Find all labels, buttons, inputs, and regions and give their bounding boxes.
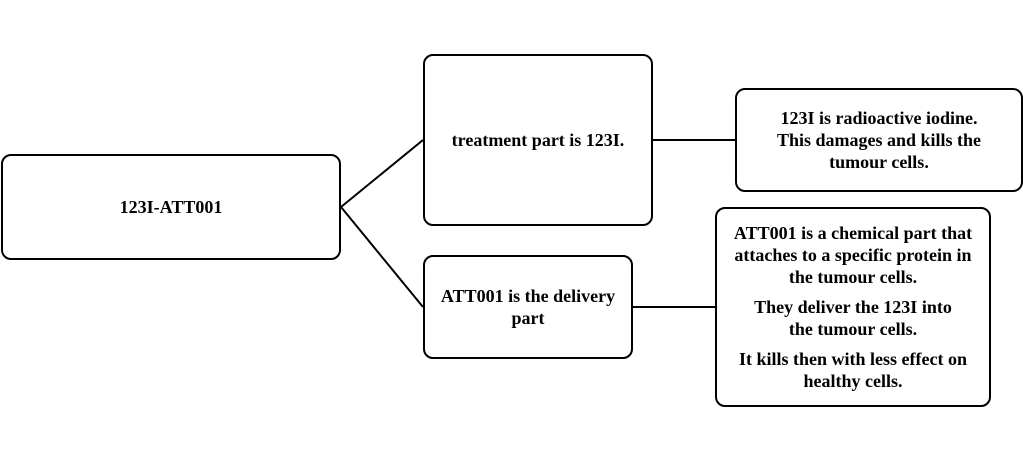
connector-root-to-treatment (340, 139, 424, 208)
iodine-info-line-2: This damages and kills the tumour cells. (776, 130, 982, 172)
att-info-paragraph-1: ATT001 is a chemical part that attaches … (733, 223, 973, 287)
att-info-paragraph-2: They deliver the 123I into the tumour ce… (754, 297, 952, 339)
delivery-node-label: ATT001 is the delivery part (440, 286, 616, 328)
att-info-paragraph-3: It kills then with less effect on health… (739, 349, 967, 391)
root-node-label: 123I-ATT001 (119, 197, 223, 217)
treatment-node: treatment part is 123I. (423, 54, 653, 226)
att-info-node: ATT001 is a chemical part that attaches … (715, 207, 991, 407)
root-node: 123I-ATT001 (1, 154, 341, 260)
connector-root-to-delivery (340, 206, 424, 308)
iodine-info-line-1: 123I is radioactive iodine. (780, 108, 978, 128)
iodine-info-node: 123I is radioactive iodine. This damages… (735, 88, 1023, 192)
treatment-node-label: treatment part is 123I. (451, 130, 625, 150)
delivery-node: ATT001 is the delivery part (423, 255, 633, 359)
